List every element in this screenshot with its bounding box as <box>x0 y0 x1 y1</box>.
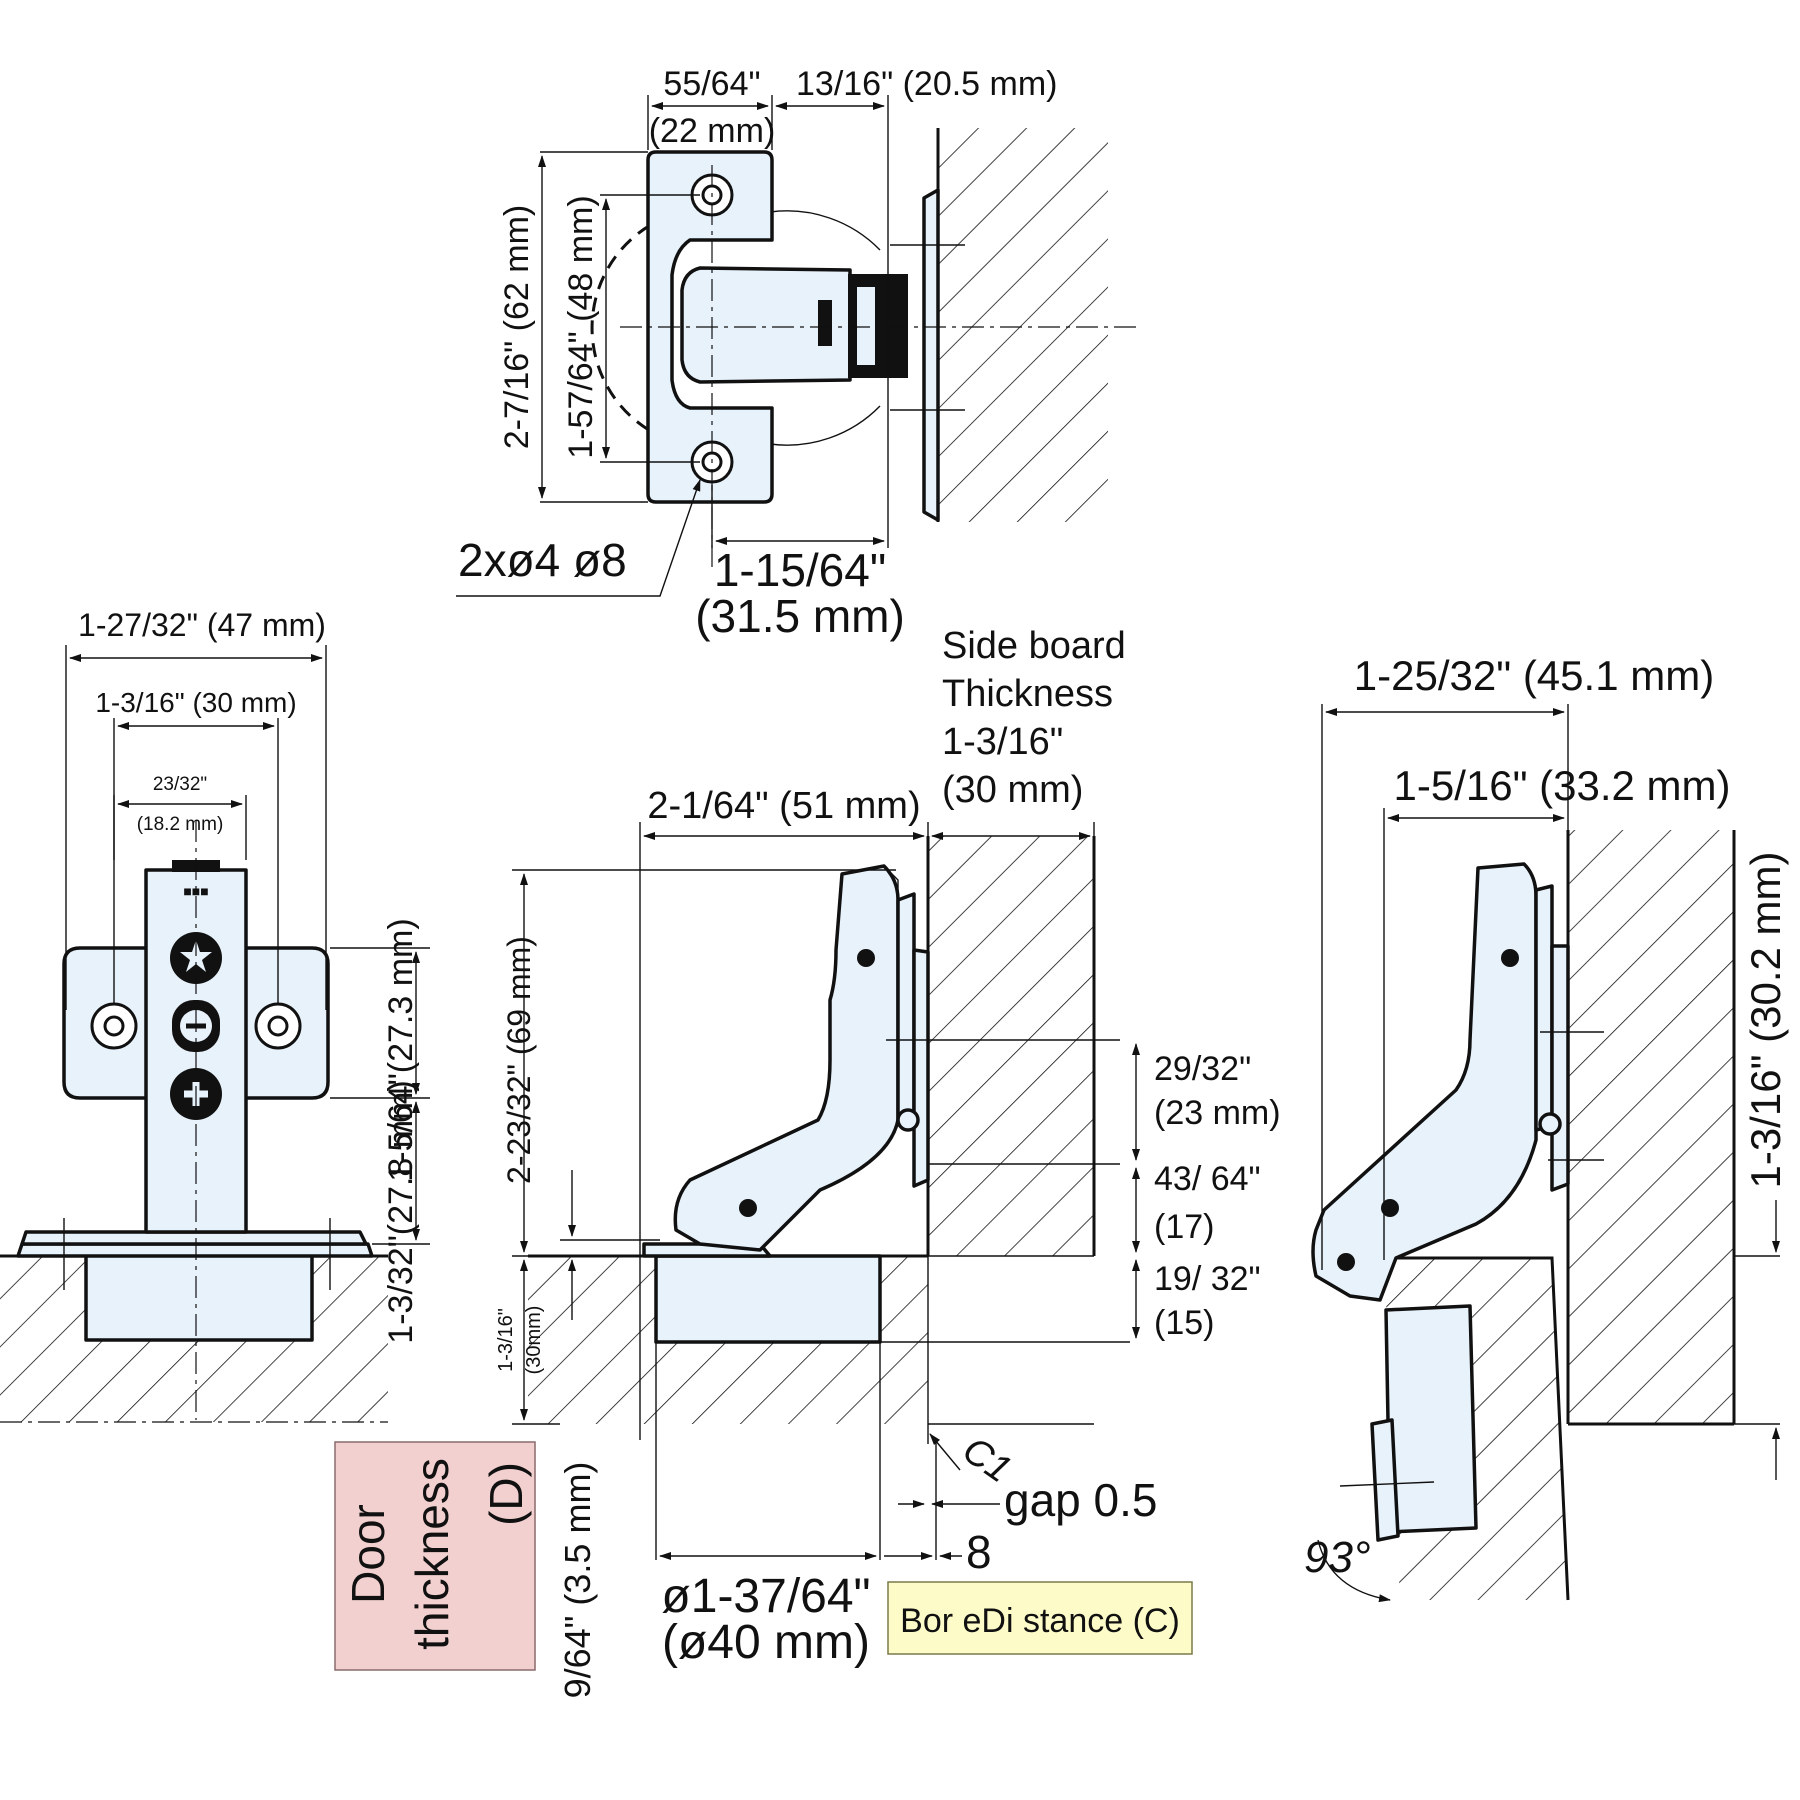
dim-depth-mm: (31.5 mm) <box>695 590 905 642</box>
side-board-top <box>938 128 1108 522</box>
mounting-plate-top <box>922 188 940 522</box>
dim-hole-spacing: 1-3/16" (30 mm) <box>95 687 296 718</box>
dim-cup-depth: 9/64" (3.5 mm) <box>557 1462 598 1699</box>
door-thickness-label-1: Door <box>342 1504 394 1604</box>
dim-b-in: 43/ 64" <box>1154 1160 1261 1198</box>
hinge-body-side <box>673 864 900 1252</box>
dim-height-left: 2-7/16" (62 mm) <box>498 205 536 449</box>
hinge-arm-top <box>680 266 852 384</box>
dim-8: 8 <box>966 1526 992 1578</box>
dim-open-board: 1-3/16" (30.2 mm) <box>1742 851 1789 1188</box>
cup-front <box>84 1250 314 1342</box>
dim-arm-length: 2-1/64" (51 mm) <box>647 785 920 827</box>
dim-arm-width-mm: (18.2 mm) <box>137 814 224 835</box>
dim-c-mm: (15) <box>1154 1304 1214 1342</box>
dim-open-width: 1-25/32" (45.1 mm) <box>1354 652 1714 699</box>
hinge-body-open <box>1311 862 1538 1302</box>
dim-plate-height: 1-5/64"(27.3 mm) <box>382 918 420 1181</box>
screw-hole-front-left <box>90 1002 138 1050</box>
dim-plate-offset: 1-3/32"(27.8 mm) <box>382 1080 420 1343</box>
mounting-plate-side <box>896 892 916 1126</box>
dim-door-thickness-mm: (30mm) <box>523 1306 545 1375</box>
dim-height-right: 1-57/64" (48 mm) <box>562 195 600 458</box>
dim-total-height: 2-23/32" (69 mm) <box>501 936 537 1184</box>
side-board-label-4: (30 mm) <box>942 769 1083 811</box>
side-board-label-2: Thickness <box>942 673 1113 715</box>
open-view: 1-25/32" (45.1 mm) 1-5/16" (33.2 mm) 1-3… <box>1304 652 1789 1603</box>
side-board-open <box>1568 830 1734 1424</box>
dim-a-in: 29/32" <box>1154 1050 1251 1088</box>
base-plate-top <box>646 150 774 504</box>
dim-b-mm: (17) <box>1154 1208 1214 1246</box>
dim-a-mm: (23 mm) <box>1154 1094 1281 1132</box>
svg-text:■■■: ■■■ <box>183 883 208 899</box>
side-board-label-3: 1-3/16" <box>942 721 1063 763</box>
dim-plate-width-mm: (22 mm) <box>649 112 776 150</box>
gap-label: gap 0.5 <box>1004 1474 1157 1526</box>
door-thickness-label-2: thickness <box>406 1458 458 1650</box>
front-view: ■■■ <box>0 607 430 1423</box>
dim-screw-spec: 2xø4 ø8 <box>458 534 627 586</box>
bore-distance-box <box>887 1581 1193 1655</box>
dim-c-in: 19/ 32" <box>1154 1260 1261 1298</box>
dim-open-inner: 1-5/16" (33.2 mm) <box>1393 762 1730 809</box>
cup-open <box>1384 1304 1478 1534</box>
dim-offset: 13/16" (20.5 mm) <box>796 65 1058 103</box>
dim-cup-dia-in: ø1-37/64" <box>661 1570 870 1623</box>
dim-door-thickness-in: 1-3/16" <box>495 1308 517 1372</box>
dim-plate-width-in: 55/64" <box>663 65 760 103</box>
bore-distance-label: Bor eDi stance (C) <box>900 1602 1180 1640</box>
cup-flange-front <box>16 1242 374 1258</box>
side-board-label-1: Side board <box>942 625 1126 667</box>
side-board <box>928 836 1094 1256</box>
door-thickness-box <box>334 1441 536 1671</box>
side-view: Side board Thickness 1-3/16" (30 mm) 2-1… <box>334 625 1281 1699</box>
dim-overall-width: 1-27/32" (47 mm) <box>78 607 326 643</box>
cup-side <box>654 1254 882 1344</box>
dim-depth-in: 1-15/64" <box>714 544 886 596</box>
screw-hole-front-right <box>254 1002 302 1050</box>
angle-label: 93° <box>1304 1533 1371 1582</box>
dim-cup-dia-mm: (ø40 mm) <box>662 1616 870 1669</box>
door-thickness-label-3: (D) <box>480 1462 532 1526</box>
dim-arm-width-in: 23/32" <box>153 774 207 795</box>
top-view: 55/64" (22 mm) 13/16" (20.5 mm) 2-7/16" … <box>456 65 1140 642</box>
